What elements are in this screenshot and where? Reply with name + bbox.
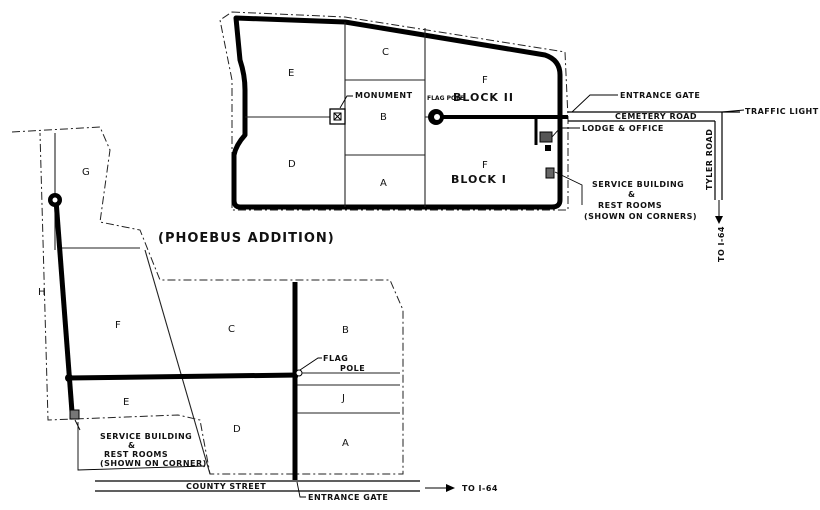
- county-street-label: COUNTY STREET: [186, 482, 266, 491]
- phoebus-flag-pole-icon: [295, 369, 303, 377]
- block-i-label: BLOCK I: [451, 173, 507, 186]
- section-a-main: A: [380, 178, 387, 189]
- section-f-phoebus: F: [115, 320, 121, 331]
- section-g-phoebus: G: [82, 167, 90, 178]
- main-service-label-2: &: [628, 190, 635, 199]
- section-a-phoebus: A: [342, 438, 349, 449]
- main-service-label-4: (SHOWN ON CORNERS): [584, 212, 697, 221]
- phoebus-service-label-1: SERVICE BUILDING: [100, 432, 192, 441]
- phoebus-entrance-gate-label: ENTRANCE GATE: [308, 493, 388, 502]
- section-j-phoebus: J: [341, 393, 345, 404]
- cemetery-road: CEMETERY ROAD: [568, 111, 740, 122]
- phoebus-addition: (PHOEBUS ADDITION) FLAG POLE SERVICE: [11, 126, 498, 502]
- main-service-label-3: REST ROOMS: [598, 201, 662, 210]
- section-d-phoebus: D: [233, 424, 241, 435]
- lodge-office-building: [539, 131, 553, 143]
- section-d-main: D: [288, 159, 296, 170]
- phoebus-title: (PHOEBUS ADDITION): [158, 231, 335, 246]
- cemetery-road-label: CEMETERY ROAD: [615, 112, 697, 121]
- section-b-phoebus: B: [342, 325, 349, 336]
- tyler-road-label: TYLER ROAD: [705, 129, 714, 190]
- main-property-line: [219, 11, 569, 211]
- traffic-light-label: TRAFFIC LIGHT: [745, 107, 819, 116]
- section-c-main: C: [382, 47, 389, 58]
- phoebus-service-building: [69, 409, 80, 420]
- phoebus-property-line: [11, 126, 404, 475]
- main-flag-pole-label: FLAG POLE: [427, 95, 464, 102]
- section-h-phoebus: H: [38, 287, 46, 298]
- section-f-top-main: F: [482, 75, 488, 86]
- section-f-bottom-main: F: [482, 160, 488, 171]
- section-e-phoebus: E: [123, 397, 129, 408]
- main-service-label-1: SERVICE BUILDING: [592, 180, 684, 189]
- main-service-building-2: [545, 167, 555, 179]
- main-to-i64-label: TO I-64: [717, 226, 726, 262]
- county-street: COUNTY STREET: [95, 480, 420, 492]
- phoebus-flag-label-2: POLE: [340, 364, 365, 373]
- lodge-office-label: LODGE & OFFICE: [582, 124, 664, 133]
- main-entrance-gate-label: ENTRANCE GATE: [620, 91, 700, 100]
- section-c-phoebus: C: [228, 324, 235, 335]
- phoebus-flag-label-1: FLAG: [323, 354, 348, 363]
- main-boundary-road: [231, 15, 563, 210]
- phoebus-service-label-4: (SHOWN ON CORNER): [100, 459, 207, 468]
- main-cemetery: C E F B D A F BLOCK II BLOCK I MONUMENT …: [219, 11, 819, 262]
- section-b-main: B: [380, 112, 387, 123]
- main-service-building-1: [545, 145, 551, 151]
- section-e-main: E: [288, 68, 294, 79]
- phoebus-to-i64-label: TO I-64: [462, 484, 498, 493]
- phoebus-service-label-3: REST ROOMS: [104, 450, 168, 459]
- phoebus-service-label-2: &: [128, 441, 135, 450]
- tyler-road: TYLER ROAD: [705, 112, 723, 200]
- monument-icon: [329, 108, 346, 125]
- block-ii-label: BLOCK II: [453, 91, 514, 104]
- phoebus-section-lines: [54, 133, 400, 475]
- phoebus-road-east-west: [67, 372, 299, 381]
- monument-label: MONUMENT: [355, 91, 413, 100]
